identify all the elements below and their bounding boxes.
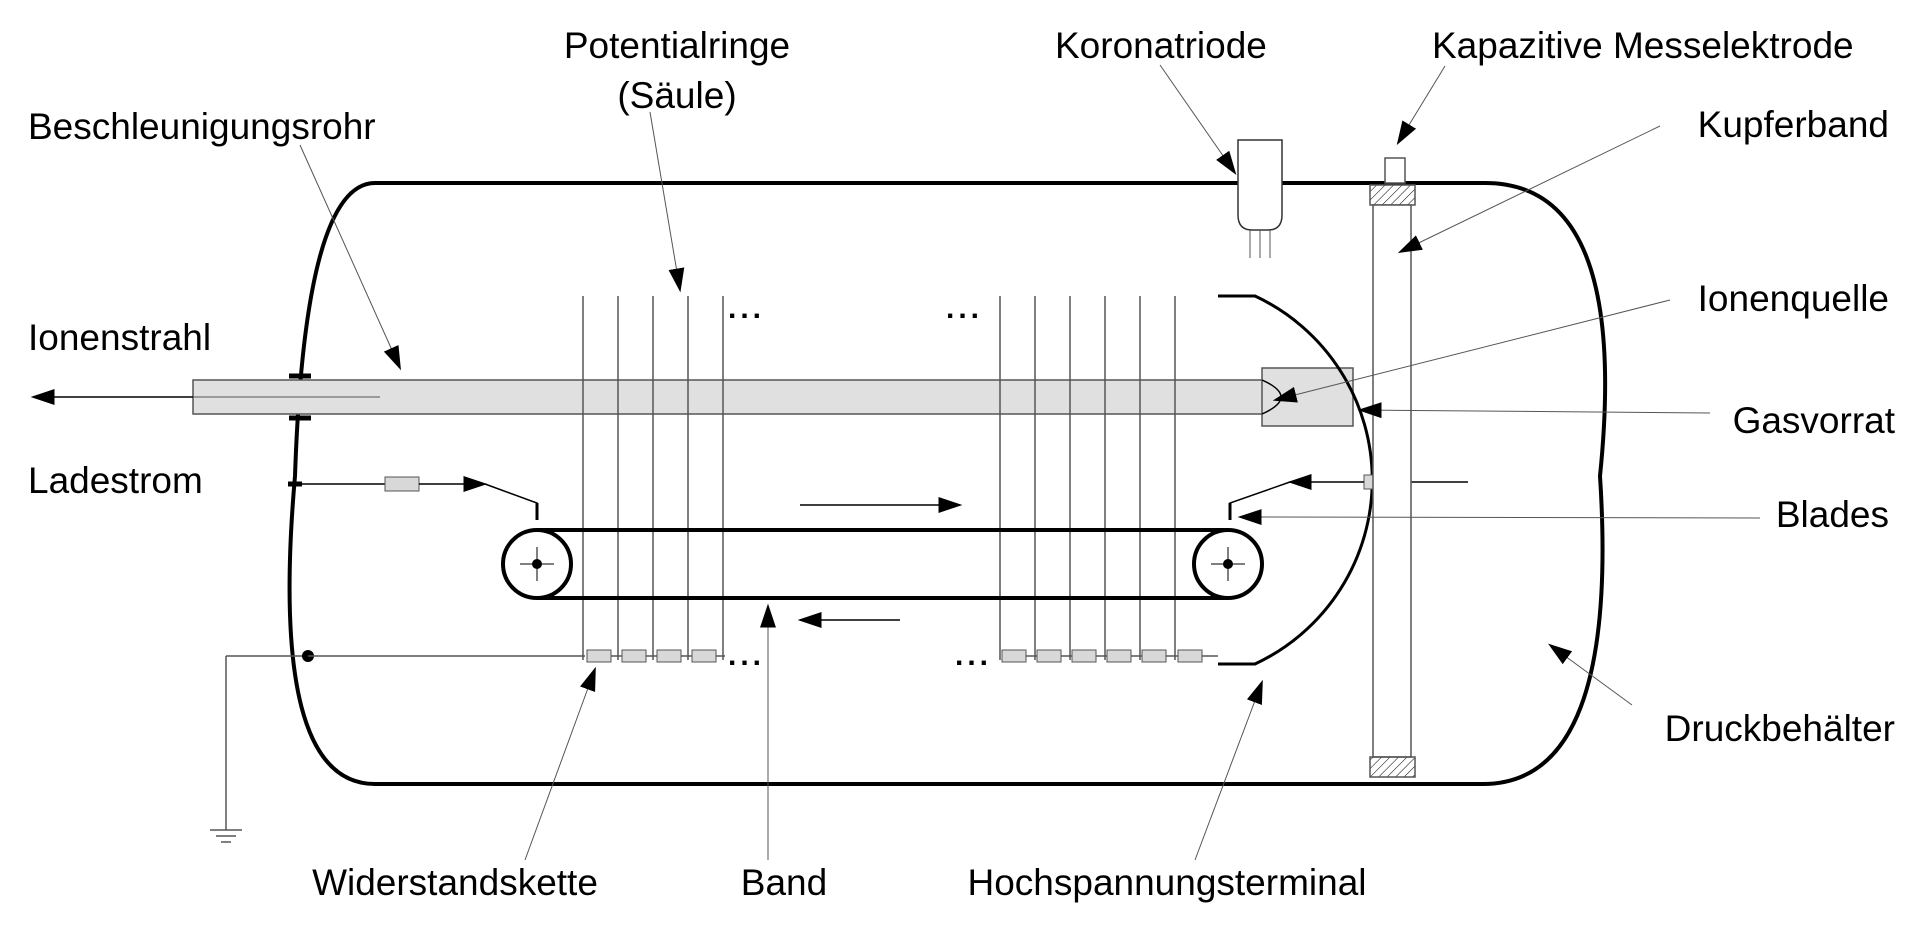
leader-beschleunigungsrohr	[299, 144, 401, 371]
label-beschleunigungsrohr: Beschleunigungsrohr	[28, 106, 376, 147]
label-gasvorrat: Gasvorrat	[1733, 400, 1896, 441]
resistor-ellipsis-right: ...	[955, 639, 992, 672]
leader-potentialringe	[649, 111, 685, 293]
leader-kupferband	[1397, 125, 1661, 254]
resistor-ellipsis-left: ...	[728, 639, 765, 672]
label-blades: Blades	[1776, 494, 1889, 535]
measuring-electrode	[1384, 157, 1406, 184]
label-messelektrode: Kapazitive Messelektrode	[1432, 25, 1854, 66]
copper-band-bottom-insulator	[1369, 756, 1416, 778]
high-voltage-terminal	[1218, 294, 1374, 666]
leader-ionenquelle	[1272, 299, 1671, 403]
ground-symbol	[210, 829, 242, 843]
leader-druckbehaelter	[1548, 643, 1633, 706]
leader-gasvorrat	[1357, 402, 1711, 419]
label-druckbehaelter: Druckbehälter	[1665, 708, 1895, 749]
blade-left	[484, 483, 538, 520]
label-ladestrom: Ladestrom	[28, 460, 203, 501]
corona-triode	[1237, 139, 1283, 231]
label-saeule: (Säule)	[617, 75, 736, 116]
blade-right	[1229, 481, 1291, 520]
copper-band-column	[1372, 204, 1412, 758]
leader-blades	[1237, 509, 1761, 526]
leader-koronatriode	[1159, 64, 1237, 175]
label-ionenquelle: Ionenquelle	[1698, 278, 1889, 319]
label-band: Band	[741, 862, 827, 903]
copper-band-top-insulator	[1369, 184, 1416, 206]
leader-messelektrode	[1396, 65, 1446, 146]
pressure-vessel	[287, 181, 1608, 786]
gas-supply-box	[1261, 367, 1354, 427]
leader-hochspannungsterminal	[1194, 679, 1263, 861]
label-potentialringe: Potentialringe	[564, 25, 790, 66]
potential-rings	[582, 296, 1176, 660]
ring-ellipsis-right: ...	[946, 292, 983, 325]
label-hochspannungsterminal: Hochspannungsterminal	[967, 862, 1366, 903]
resistor-chain	[586, 649, 1203, 663]
leader-widerstandskette	[524, 666, 596, 861]
label-ionenstrahl: Ionenstrahl	[28, 317, 211, 358]
ring-ellipsis-left: ...	[728, 292, 765, 325]
charge-resistor-left	[384, 476, 420, 492]
label-widerstandskette: Widerstandskette	[312, 862, 598, 903]
label-kupferband: Kupferband	[1698, 104, 1889, 145]
label-koronatriode: Koronatriode	[1055, 25, 1267, 66]
